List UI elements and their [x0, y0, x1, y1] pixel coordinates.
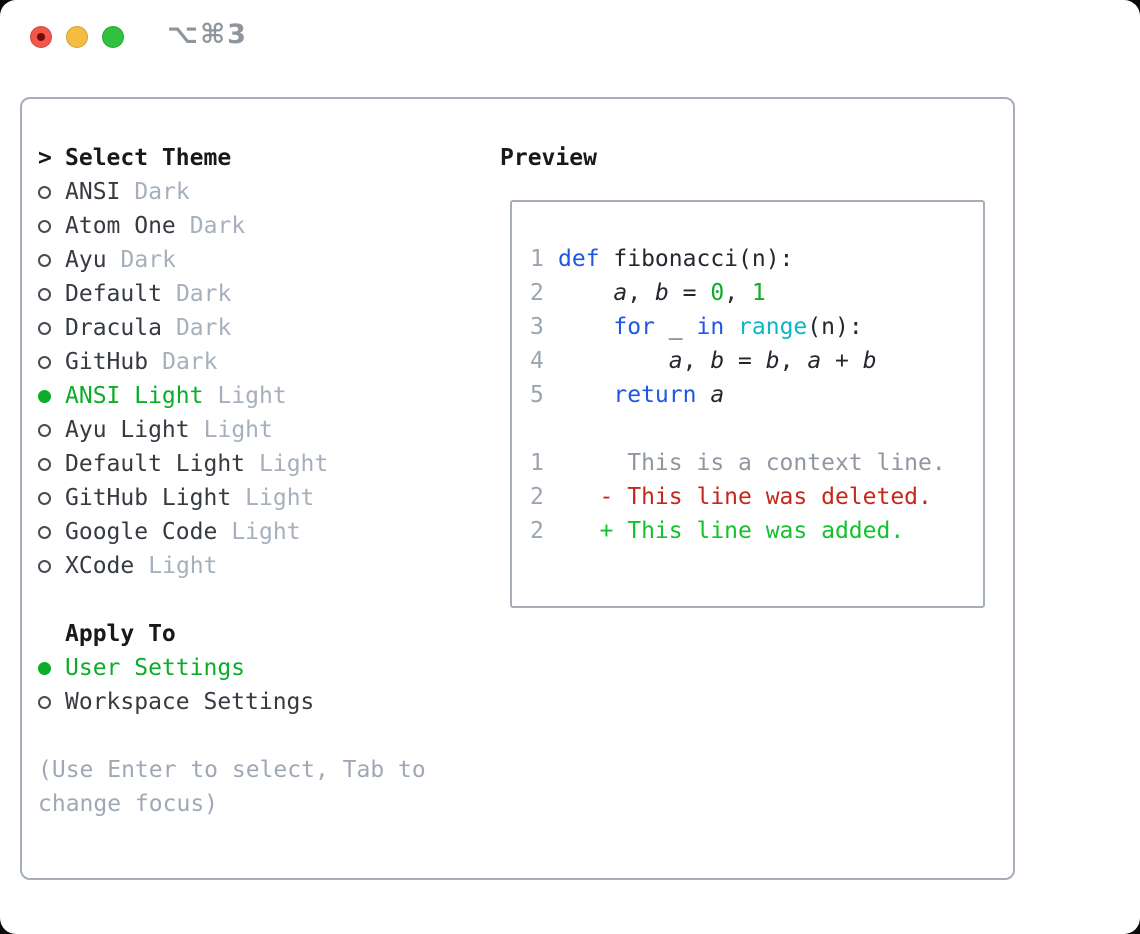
diff-line-added: 2 + This line was added. — [530, 518, 905, 544]
preview-title: Preview — [500, 145, 597, 171]
radio-selected-icon — [38, 389, 65, 403]
theme-option-ansi-dark[interactable]: ANSI Dark — [38, 175, 440, 209]
radio-unselected-icon — [38, 287, 65, 301]
theme-option-google-code[interactable]: Google Code Light — [38, 515, 440, 549]
theme-list: > Select Theme ANSI Dark Atom One Dark A… — [38, 141, 440, 821]
theme-option-atom-one-dark[interactable]: Atom One Dark — [38, 209, 440, 243]
code-line: 2 a , b = 0 , 1 — [530, 280, 766, 306]
apply-option-user-settings[interactable]: User Settings — [38, 651, 440, 685]
theme-option-default-dark[interactable]: Default Dark — [38, 277, 440, 311]
radio-unselected-icon — [38, 559, 65, 573]
blank-line — [530, 412, 967, 446]
apply-to-header: Apply To — [38, 617, 440, 651]
code-line: 1 def fibonacci(n): — [530, 246, 794, 272]
radio-unselected-icon — [38, 355, 65, 369]
cursor-icon: > — [38, 145, 52, 171]
close-button-icon[interactable] — [30, 26, 52, 48]
apply-option-workspace-settings[interactable]: Workspace Settings — [38, 685, 440, 719]
theme-picker-panel: > Select Theme ANSI Dark Atom One Dark A… — [20, 97, 1015, 880]
theme-option-ayu-dark[interactable]: Ayu Dark — [38, 243, 440, 277]
diff-line-deleted: 2 - This line was deleted. — [530, 484, 932, 510]
radio-unselected-icon — [38, 695, 65, 709]
theme-option-github-light[interactable]: GitHub Light Light — [38, 481, 440, 515]
spacer — [38, 719, 440, 753]
code-line: 5 return a — [530, 382, 725, 408]
preview-box: 1 def fibonacci(n): 2 a , b = 0 , 1 — [510, 200, 985, 608]
radio-unselected-icon — [38, 321, 65, 335]
preview-section: Preview 1 def fibonacci(n): 2 a , b = 0 … — [500, 141, 985, 608]
spacer — [38, 583, 440, 617]
theme-list-header: > Select Theme — [38, 141, 440, 175]
radio-unselected-icon — [38, 491, 65, 505]
code-line: 4 a , b = b , a + b — [530, 348, 877, 374]
radio-unselected-icon — [38, 457, 65, 471]
theme-option-xcode[interactable]: XCode Light — [38, 549, 440, 583]
code-line: 3 for _ in range (n): — [530, 314, 863, 340]
apply-to-title: Apply To — [65, 621, 176, 647]
zoom-button-icon[interactable] — [102, 26, 124, 48]
theme-option-default-light[interactable]: Default Light Light — [38, 447, 440, 481]
diff-line-context: 1 This is a context line. — [530, 450, 946, 476]
radio-unselected-icon — [38, 423, 65, 437]
help-text: (Use Enter to select, Tab to change focu… — [38, 757, 426, 817]
theme-option-github-dark[interactable]: GitHub Dark — [38, 345, 440, 379]
theme-option-ayu-light[interactable]: Ayu Light Light — [38, 413, 440, 447]
traffic-lights — [30, 26, 124, 48]
radio-unselected-icon — [38, 219, 65, 233]
window-title: ⌥⌘3 — [167, 19, 248, 50]
theme-option-ansi-light[interactable]: ANSI Light Light — [38, 379, 440, 413]
minimize-button-icon[interactable] — [66, 26, 88, 48]
radio-unselected-icon — [38, 525, 65, 539]
radio-unselected-icon — [38, 253, 65, 267]
theme-list-title: Select Theme — [65, 145, 232, 171]
radio-selected-icon — [38, 661, 65, 675]
theme-option-dracula-dark[interactable]: Dracula Dark — [38, 311, 440, 345]
radio-unselected-icon — [38, 185, 65, 199]
